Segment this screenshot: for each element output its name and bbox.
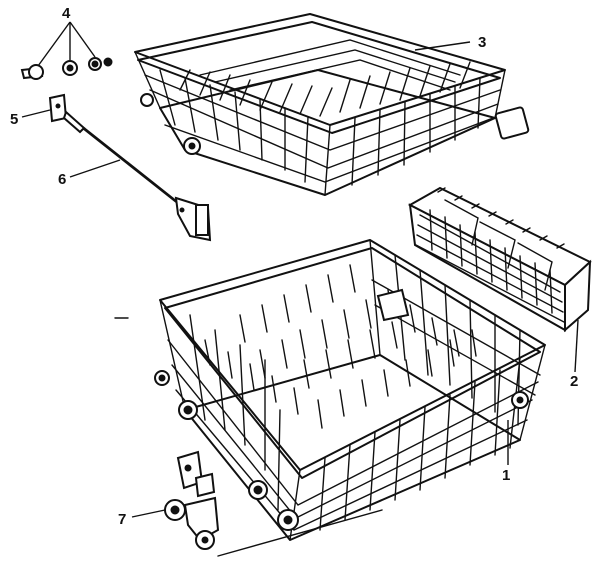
- track-end-cap: [48, 93, 68, 123]
- stop-clip-assembly: [20, 57, 113, 80]
- callout-labels: 4 3 5 6 2 1 7: [10, 5, 578, 528]
- upper-rack: [134, 13, 530, 196]
- callout-6: 6: [58, 171, 66, 188]
- callout-7: 7: [118, 511, 126, 528]
- lower-rack-roller: [164, 450, 220, 550]
- silverware-basket: [407, 186, 592, 333]
- upper-rack-track: [62, 110, 212, 242]
- callout-5: 5: [10, 111, 18, 128]
- leader-lines: [21, 21, 579, 518]
- callout-3: 3: [478, 34, 486, 51]
- callout-2: 2: [570, 373, 578, 390]
- callout-4: 4: [62, 5, 71, 22]
- lower-rack: [114, 239, 546, 557]
- callout-1: 1: [502, 467, 510, 484]
